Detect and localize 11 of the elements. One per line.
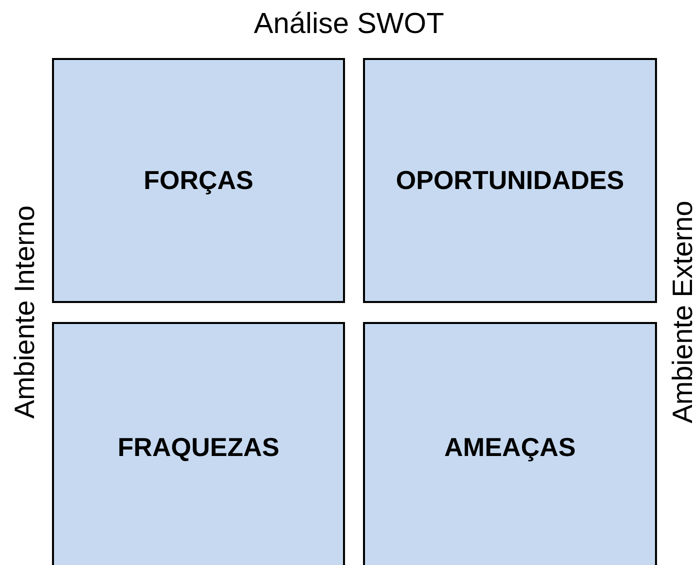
quadrant-box <box>363 58 657 303</box>
quadrant-heading: FRAQUEZAS <box>118 432 280 462</box>
diagram-title: Análise SWOT <box>254 8 444 41</box>
quadrant-heading: AMEAÇAS <box>444 432 576 462</box>
quadrant-box <box>52 58 345 303</box>
quadrant-box <box>363 322 657 565</box>
quadrant-heading: OPORTUNIDADES <box>396 165 624 196</box>
axis-label: Ambiente Externo <box>667 200 698 424</box>
quadrant-box <box>52 322 345 565</box>
axis-label: Ambiente Interno <box>9 205 41 419</box>
quadrant-heading: FORÇAS <box>144 165 254 196</box>
